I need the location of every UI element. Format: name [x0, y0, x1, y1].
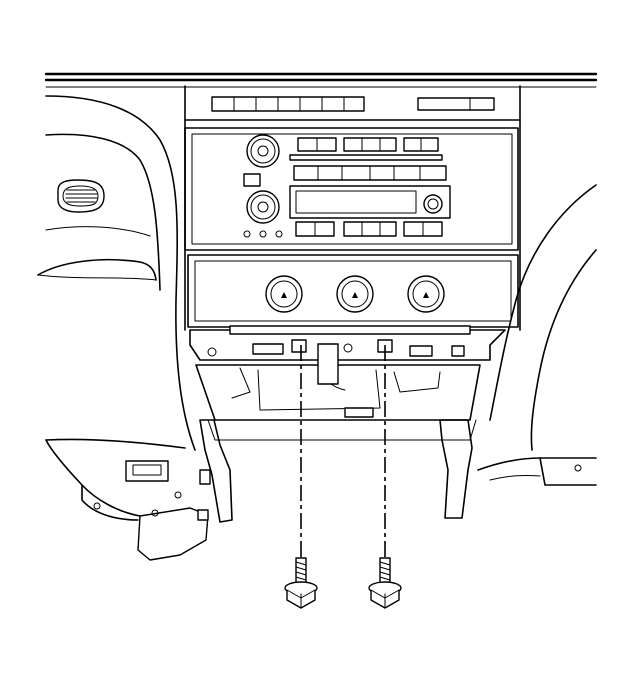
- fastener-right: [368, 557, 402, 609]
- right-console-side: [439, 184, 597, 519]
- left-instrument-cluster: [37, 95, 196, 451]
- left-air-vent: [57, 179, 105, 213]
- fastener-centerlines: [300, 345, 386, 560]
- fastener-left: [284, 557, 318, 609]
- climate-knob-center: [336, 275, 374, 313]
- dashboard-top-edge: [44, 72, 598, 88]
- center-stack-bezel: [184, 85, 521, 331]
- left-knee-bolster: [45, 419, 233, 561]
- radio-head-unit: [184, 127, 519, 251]
- climate-knob-right: [407, 275, 445, 313]
- climate-knob-left: [265, 275, 303, 313]
- climate-control-panel: [187, 254, 519, 328]
- radio-mounting-bracket: [189, 325, 506, 441]
